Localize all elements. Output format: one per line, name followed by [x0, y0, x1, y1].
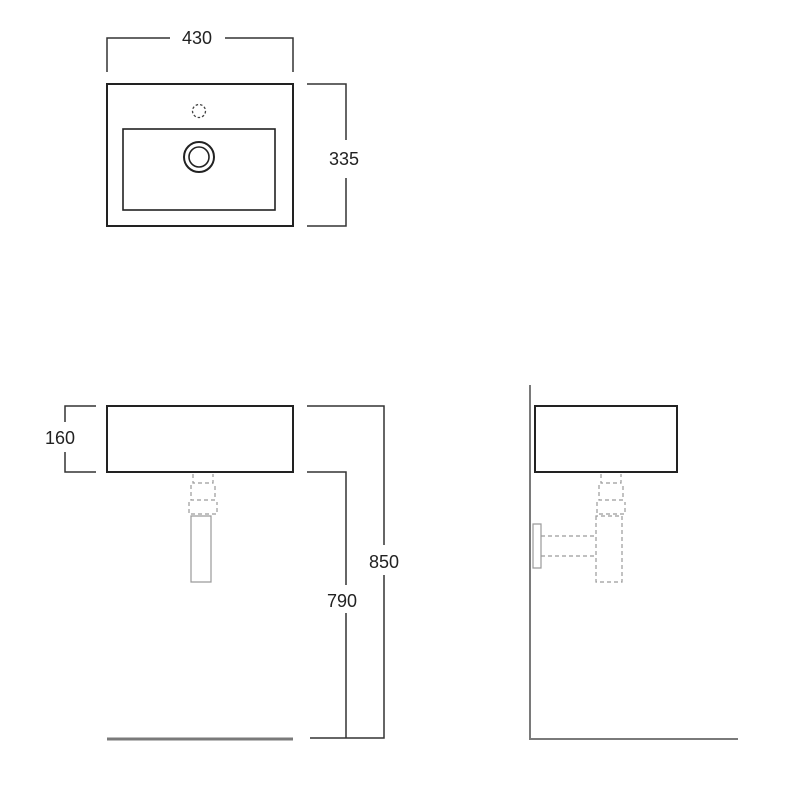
basin-height-label: 160: [45, 428, 75, 448]
total-height-dimension: 850: [307, 405, 399, 739]
dashed-circle-icon: [191, 103, 207, 119]
basin-outer-top: [106, 83, 294, 227]
total-height-label: 850: [369, 552, 399, 572]
depth-dimension: 335: [307, 83, 359, 227]
width-dimension: 430: [106, 28, 294, 72]
front-view: 160 850 790: [45, 405, 399, 741]
waste-trap-front: [188, 474, 218, 583]
basin-bowl-top: [122, 128, 276, 211]
basin-side: [534, 405, 678, 473]
floor-to-basin-label: 790: [327, 591, 357, 611]
width-label: 430: [182, 28, 212, 48]
side-view: [529, 385, 738, 740]
drain-ring-icon: [183, 141, 215, 173]
basin-height-dimension: 160: [45, 405, 96, 473]
waste-trap-side: [532, 474, 626, 583]
wall-and-floor: [529, 385, 738, 740]
depth-label: 335: [329, 149, 359, 169]
basin-front: [106, 405, 294, 473]
top-view: 430 335: [106, 28, 359, 227]
floor-to-basin-dimension: 790: [307, 471, 357, 738]
